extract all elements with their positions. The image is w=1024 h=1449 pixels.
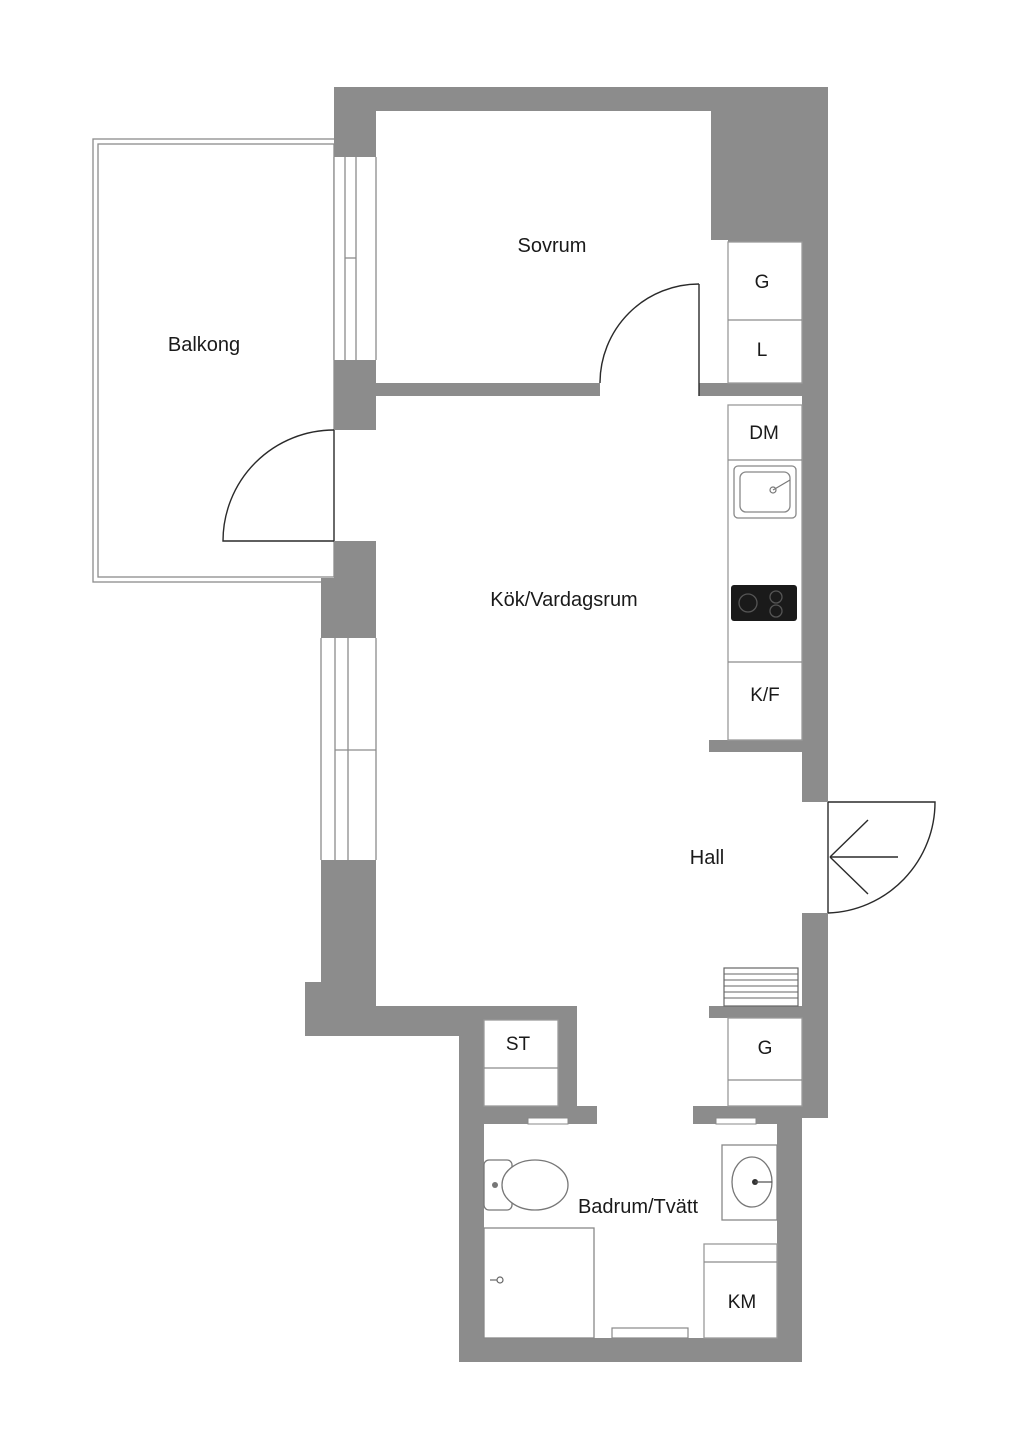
hob-icon (731, 585, 797, 621)
room-label-kok-vardagsrum: Kök/Vardagsrum (490, 589, 637, 611)
balcony-door (222, 429, 335, 542)
bedroom-door (599, 283, 700, 396)
room-label-balkong: Balkong (168, 334, 240, 356)
room-label-sovrum: Sovrum (518, 235, 587, 257)
floor-drain-icon (611, 1327, 689, 1339)
storage-st (483, 1019, 559, 1107)
fixture-label-kf: K/F (750, 685, 780, 706)
wardrobe-top (727, 241, 803, 384)
washbasin-icon (721, 1144, 778, 1221)
sink-icon (733, 465, 797, 519)
fixture-label-g-hall: G (758, 1038, 773, 1059)
room-label-hall: Hall (690, 847, 724, 869)
balcony-outline (92, 138, 336, 583)
fixture-label-st: ST (506, 1034, 531, 1055)
window-living (320, 638, 377, 860)
fixture-label-dm: DM (749, 423, 779, 444)
radiator-icon (723, 967, 799, 1007)
wardrobe-hall (727, 1017, 803, 1107)
entrance-door (827, 801, 936, 914)
fixture-label-km: KM (728, 1292, 757, 1313)
washing-machine-icon (703, 1243, 778, 1339)
fixture-label-l: L (757, 340, 768, 361)
toilet-icon (483, 1159, 569, 1211)
kitchen-counter (727, 404, 803, 741)
window-bedroom (333, 157, 377, 360)
room-label-badrum-tvatt: Badrum/Tvätt (578, 1196, 698, 1218)
fixture-label-g-top: G (755, 272, 770, 293)
partitions (376, 383, 802, 1362)
shower-icon (483, 1227, 595, 1339)
